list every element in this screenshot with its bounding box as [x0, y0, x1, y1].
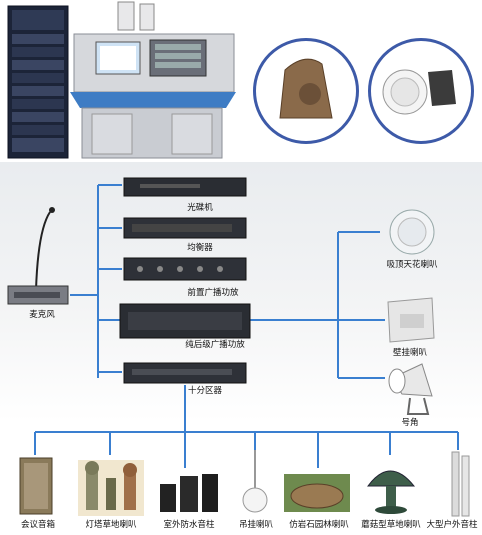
wall-speaker-icon	[387, 297, 435, 343]
horn-icon	[388, 363, 433, 415]
ceiling-speaker-icon	[382, 69, 456, 115]
zone-selector-unit	[123, 362, 247, 384]
wall-speaker-label: 壁挂喇叭	[392, 348, 428, 358]
lighthouse-lawn-speaker-icon	[78, 460, 144, 516]
control-console-icon	[70, 1, 236, 159]
zone-selector-label: 十分区器	[187, 386, 223, 396]
top-products	[7, 1, 236, 159]
horn-label: 号角	[401, 418, 419, 428]
ceiling-speaker-right-icon	[389, 209, 435, 255]
equipment-rack-icon	[7, 5, 69, 159]
outdoor-column-label: 室外防水音柱	[163, 520, 215, 530]
power-amp-unit	[119, 303, 251, 339]
rock-garden-speaker-icon	[284, 474, 350, 512]
outdoor-column-icon	[160, 474, 218, 512]
preamp-unit	[123, 257, 247, 281]
cd-player-label: 光碟机	[187, 203, 213, 213]
mushroom-lawn-speaker-label: 蘑菇型草地喇叭	[361, 520, 421, 530]
microphone-icon	[7, 207, 69, 305]
equalizer-unit	[123, 217, 247, 239]
meeting-speaker-label: 会议音箱	[20, 520, 56, 530]
rock-garden-speaker-label: 仿岩石园林喇叭	[289, 520, 349, 530]
preamp-label: 前置广播功放	[187, 288, 239, 298]
rock-speaker-icon	[279, 58, 333, 119]
meeting-speaker-icon	[19, 457, 53, 515]
ceiling-speaker-label: 吸顶天花喇叭	[386, 260, 438, 270]
mushroom-lawn-speaker-icon	[367, 470, 416, 514]
power-amp-label: 纯后级广播功放	[185, 340, 245, 350]
microphone-label: 麦克风	[29, 310, 55, 320]
equalizer-label: 均衡器	[187, 243, 213, 253]
lighthouse-lawn-speaker-label: 灯塔草地喇叭	[85, 520, 137, 530]
cd-player-unit	[123, 177, 247, 197]
large-outdoor-column-label: 大型户外音柱	[426, 520, 478, 530]
pendant-speaker-icon	[242, 450, 268, 513]
large-outdoor-column-icon	[451, 451, 470, 517]
pendant-speaker-label: 吊挂喇叭	[238, 520, 274, 530]
